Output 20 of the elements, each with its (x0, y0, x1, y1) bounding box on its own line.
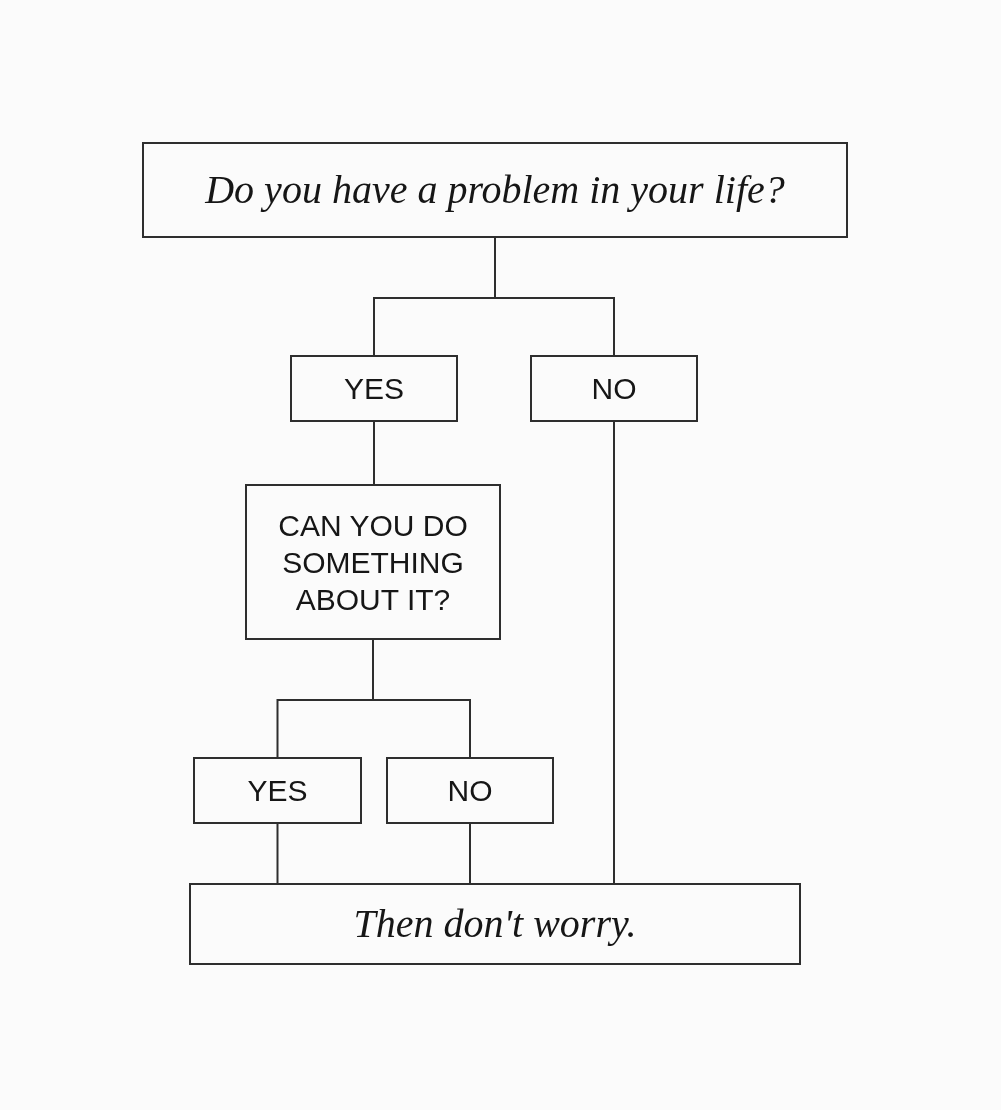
connector-line (373, 421, 375, 485)
question-text: Do you have a problem in your life? (205, 166, 785, 214)
question-box (245, 484, 501, 640)
connector-line (494, 237, 615, 356)
connector-line (372, 639, 471, 758)
choice-label: NO (447, 773, 493, 809)
choice-box (193, 757, 362, 824)
choice-box (386, 757, 554, 824)
connector-line (613, 421, 615, 884)
choice-box (530, 355, 698, 422)
choice-box (290, 355, 458, 422)
choice-label: YES (344, 371, 404, 407)
choice-label: YES (247, 773, 308, 809)
result-text: Then don't worry. (353, 900, 637, 948)
connector-line (469, 823, 471, 884)
connector-line (276, 823, 279, 884)
question-box (142, 142, 848, 238)
result-box (189, 883, 801, 965)
question-text: CAN YOU DO SOMETHING ABOUT IT? (277, 507, 469, 618)
choice-label: NO (591, 371, 637, 407)
